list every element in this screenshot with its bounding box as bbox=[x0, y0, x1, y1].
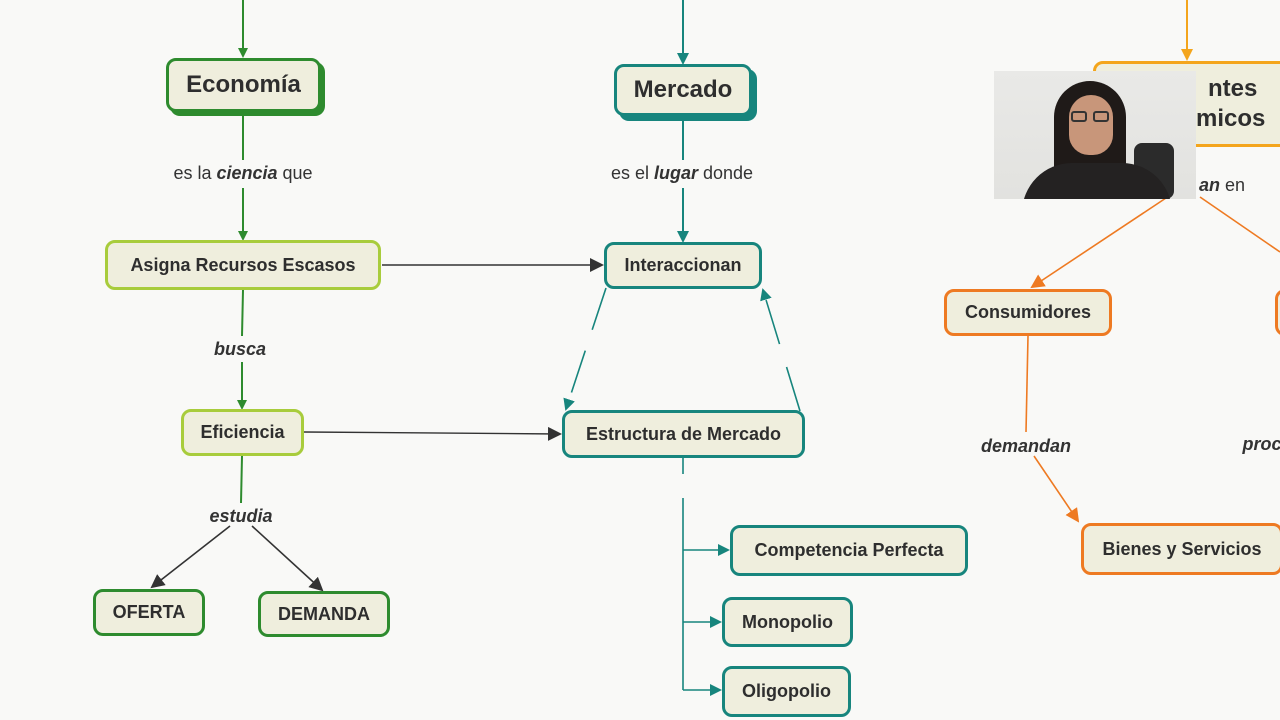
edge-eficiencia-to-estudia bbox=[240, 455, 243, 504]
edge-agentes-to-consumidores bbox=[1030, 197, 1167, 289]
link-label-estudia: estudia bbox=[209, 506, 273, 526]
node-eficiencia: Eficiencia bbox=[181, 409, 304, 456]
edge-estudia-to-demanda bbox=[251, 525, 324, 592]
node-oferta: OFERTA bbox=[93, 589, 205, 636]
face-shape bbox=[1069, 95, 1113, 155]
node-monopolio: Monopolio bbox=[722, 597, 853, 647]
node-competencia-perfecta: Competencia Perfecta bbox=[730, 525, 968, 576]
node-interaccionan: Interaccionan bbox=[604, 242, 762, 289]
link-label-demandan: demandan bbox=[980, 436, 1072, 456]
node-estructura-de-mercado: Estructura de Mercado bbox=[562, 410, 805, 458]
edge-agentes-to-offscreen bbox=[1199, 196, 1280, 253]
node-offscreen-partial bbox=[1275, 289, 1280, 336]
edge-asigna-to-busca bbox=[241, 289, 244, 337]
node-agentes-line2: micos bbox=[1196, 105, 1266, 132]
link-label-producen: proc bbox=[1242, 434, 1280, 454]
edge-consumidores-to-demandan bbox=[1025, 335, 1029, 433]
link-label-lugar: es el lugar donde bbox=[611, 163, 753, 184]
edge-estructura-to-interaccionan bbox=[760, 288, 801, 412]
edge-demandan-to-bienes bbox=[1033, 455, 1080, 523]
link-ciencia-em: ciencia bbox=[216, 163, 278, 183]
node-mercado: Mercado bbox=[614, 64, 752, 116]
node-consumidores: Consumidores bbox=[944, 289, 1112, 336]
glasses-shape bbox=[1071, 111, 1111, 123]
node-bienes-y-servicios: Bienes y Servicios bbox=[1081, 523, 1280, 575]
link-lugar-em: lugar bbox=[653, 163, 698, 183]
link-participan-post: en bbox=[1219, 175, 1246, 195]
link-label-busca: busca bbox=[213, 339, 267, 359]
link-ciencia-pre: es la bbox=[173, 163, 217, 183]
edge-estudia-to-oferta bbox=[150, 525, 231, 589]
node-demanda: DEMANDA bbox=[258, 591, 390, 637]
link-ciencia-post: que bbox=[277, 163, 313, 183]
edge-eficiencia-to-estructura bbox=[303, 426, 562, 441]
presenter-video-icon bbox=[994, 71, 1196, 199]
link-participan-em: an bbox=[1198, 175, 1220, 195]
link-lugar-pre: es el bbox=[610, 163, 654, 183]
body-shape bbox=[1022, 163, 1172, 199]
link-label-ciencia: es la ciencia que bbox=[173, 163, 312, 184]
link-lugar-post: donde bbox=[697, 163, 754, 183]
node-oligopolio: Oligopolio bbox=[722, 666, 851, 717]
edge-interaccionan-to-estructura bbox=[563, 287, 607, 411]
node-asigna-recursos-escasos: Asigna Recursos Escasos bbox=[105, 240, 381, 290]
node-agentes-line1: ntes bbox=[1208, 75, 1258, 102]
node-economia: Economía bbox=[166, 58, 321, 112]
link-label-participan: an en bbox=[1199, 175, 1245, 196]
